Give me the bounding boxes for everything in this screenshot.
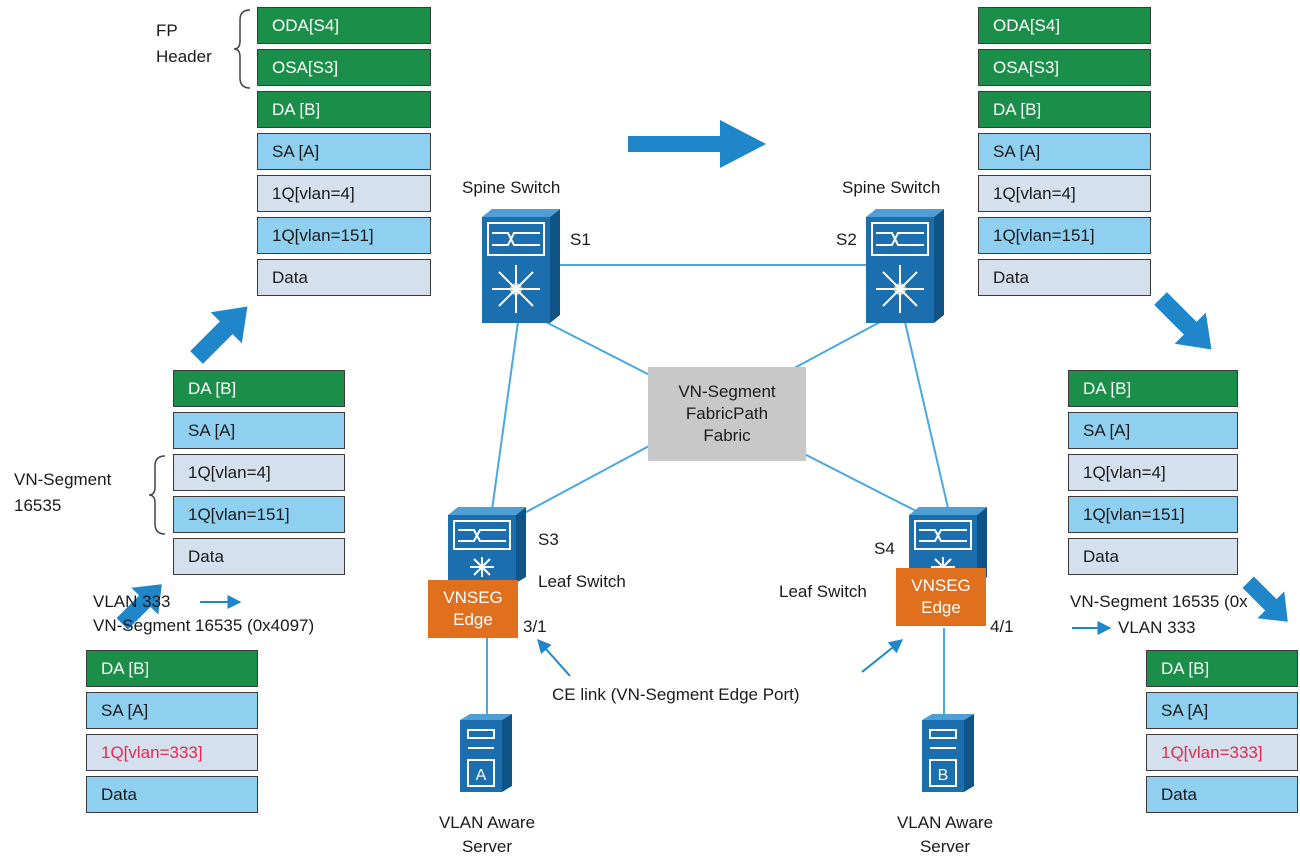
link-s2-s4	[904, 321, 949, 509]
server-a-label-line2: Server	[461, 837, 513, 856]
frame-field: 1Q[vlan=4]	[978, 175, 1151, 212]
frame-field: 1Q[vlan=4]	[257, 175, 431, 212]
fabric-line2: FabricPath	[685, 404, 769, 423]
frame-field: OSA[S3]	[257, 49, 431, 86]
frame-field: DA [B]	[86, 650, 258, 687]
spine2-id: S2	[836, 230, 857, 249]
vn-segment-brace	[148, 455, 166, 535]
server-b-label-line2: Server	[919, 837, 971, 856]
vnseg-edge-s4-line1: VNSEG	[911, 576, 971, 595]
flow-arrow-up-bottom-left	[116, 584, 162, 630]
vnseg-edge-s3-line2: Edge	[453, 610, 493, 629]
leaf1-port: 3/1	[523, 617, 547, 636]
mapping-right-line2: VLAN 333	[1118, 618, 1196, 637]
frame-field: DA [B]	[257, 91, 431, 128]
ce-link-label: CE link (VN-Segment Edge Port)	[552, 685, 800, 704]
frame-field: Data	[86, 776, 258, 813]
frame-field: DA [B]	[1146, 650, 1298, 687]
leaf2-id: S4	[874, 539, 895, 558]
server-a-icon: A	[460, 714, 512, 792]
flow-arrow-right	[628, 120, 766, 168]
server-b-icon: B	[922, 714, 974, 792]
frame-field: 1Q[vlan=151]	[173, 496, 345, 533]
frame-field: 1Q[vlan=151]	[1068, 496, 1238, 533]
server-b-letter: B	[938, 767, 949, 784]
frame-field: DA [B]	[1068, 370, 1238, 407]
frame-field: Data	[173, 538, 345, 575]
frame-field: 1Q[vlan=4]	[1068, 454, 1238, 491]
frame-field: 1Q[vlan=151]	[257, 217, 431, 254]
flow-arrow-up-left	[190, 306, 248, 364]
fabric-line1: VN-Segment	[678, 382, 776, 401]
frame-field: SA [A]	[978, 133, 1151, 170]
spine-switch-s2-icon	[866, 209, 944, 323]
mapping-right-line1: VN-Segment 16535 (0x	[1070, 592, 1248, 611]
fp-header-label-line2: Header	[156, 47, 212, 66]
fp-header-label-line1: FP	[156, 21, 178, 40]
frame-field: Data	[1068, 538, 1238, 575]
spine2-title: Spine Switch	[842, 178, 941, 197]
leaf2-port: 4/1	[990, 617, 1014, 636]
leaf1-id: S3	[538, 530, 559, 549]
server-a-label-line1: VLAN Aware	[438, 813, 536, 832]
frame-field: ODA[S4]	[257, 7, 431, 44]
frame-field: Data	[978, 259, 1151, 296]
frame-field: SA [A]	[257, 133, 431, 170]
frame-field: Data	[1146, 776, 1298, 813]
frame-field: SA [A]	[1146, 692, 1298, 729]
frame-field: Data	[257, 259, 431, 296]
vnseg-edge-s3-line1: VNSEG	[443, 588, 503, 607]
vn-segment-label-line2: 16535	[14, 496, 62, 515]
flow-arrow-down-bottom-right	[1242, 576, 1288, 622]
vnseg-edge-s3: VNSEG Edge	[428, 580, 518, 638]
vnseg-edge-s4: VNSEG Edge	[896, 568, 986, 626]
fabric-line3: Fabric	[703, 426, 751, 445]
leaf2-title: Leaf Switch	[779, 582, 867, 601]
spine1-id: S1	[570, 230, 591, 249]
frame-field: 1Q[vlan=151]	[978, 217, 1151, 254]
fp-header-brace	[233, 9, 251, 89]
vnseg-edge-s4-line2: Edge	[921, 598, 961, 617]
ce-link-arrow-left	[537, 638, 571, 677]
ce-link-arrow-right	[861, 639, 904, 673]
vn-segment-label-line1: VN-Segment	[14, 470, 112, 489]
leaf-switch-s3-icon	[448, 507, 526, 583]
frame-field: DA [B]	[978, 91, 1151, 128]
server-b-label-line1: VLAN Aware	[896, 813, 994, 832]
spine1-title: Spine Switch	[462, 178, 561, 197]
frame-field: 1Q[vlan=333]	[86, 734, 258, 771]
mapping-left-line2: VN-Segment 16535 (0x4097)	[93, 616, 315, 635]
frame-field: SA [A]	[173, 412, 345, 449]
frame-field: DA [B]	[173, 370, 345, 407]
frame-field: ODA[S4]	[978, 7, 1151, 44]
leaf1-title: Leaf Switch	[538, 572, 626, 591]
fabric-box: VN-Segment FabricPath Fabric	[648, 367, 806, 461]
server-a-letter: A	[476, 767, 487, 784]
link-s1-s3	[491, 321, 519, 511]
mapping-left-line1: VLAN 333	[93, 592, 171, 611]
frame-field: SA [A]	[86, 692, 258, 729]
frame-field: 1Q[vlan=333]	[1146, 734, 1298, 771]
frame-field: SA [A]	[1068, 412, 1238, 449]
frame-field: OSA[S3]	[978, 49, 1151, 86]
flow-arrow-down-right	[1154, 292, 1212, 350]
frame-field: 1Q[vlan=4]	[173, 454, 345, 491]
spine-switch-s1-icon	[482, 209, 560, 323]
